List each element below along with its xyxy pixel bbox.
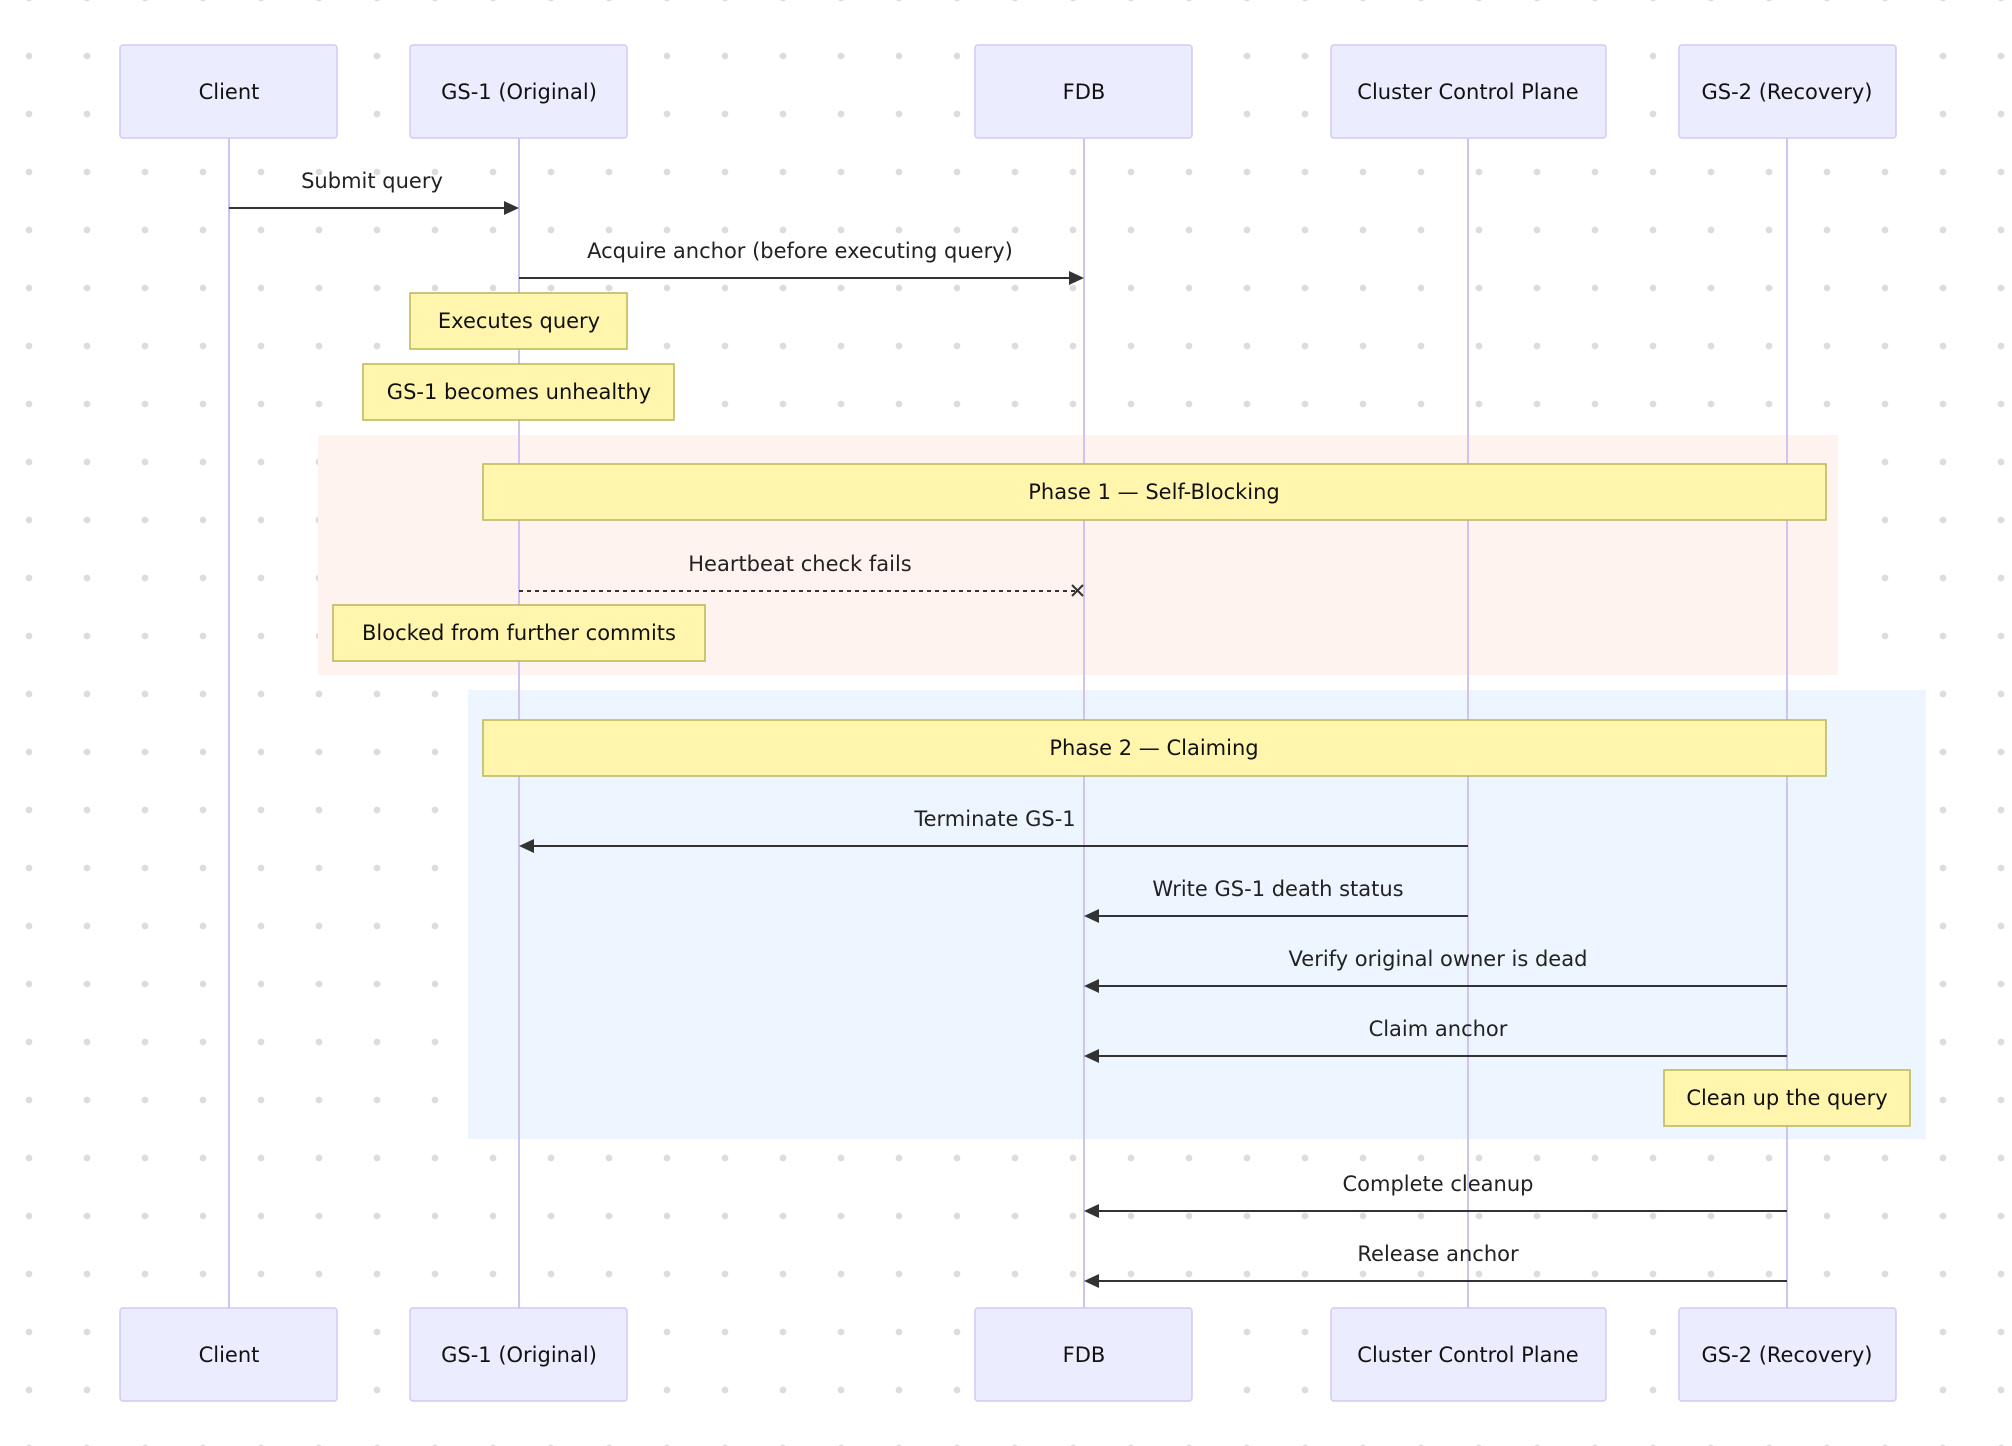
- phase1-title: Phase 1 — Self-Blocking: [1028, 480, 1280, 504]
- actor-fdb-top: FDB: [974, 44, 1193, 139]
- actor-label: GS-1 (Original): [441, 80, 597, 104]
- arrowhead-icon: [1084, 1049, 1099, 1063]
- message-label: Acquire anchor (before executing query): [587, 239, 1013, 263]
- message-submit-query: Submit query: [229, 169, 519, 215]
- actor-ccp-bottom: Cluster Control Plane: [1330, 1307, 1607, 1402]
- arrowhead-icon: [519, 839, 534, 853]
- note-label: GS-1 becomes unhealthy: [387, 380, 651, 404]
- message-verify-owner-dead: Verify original owner is dead: [1084, 947, 1787, 993]
- message-claim-anchor: Claim anchor: [1084, 1017, 1787, 1063]
- actor-label: GS-1 (Original): [441, 1343, 597, 1367]
- arrowhead-icon: [1069, 271, 1084, 285]
- note-executes-query: Executes query: [409, 292, 628, 350]
- message-label: Verify original owner is dead: [1289, 947, 1588, 971]
- note-label: Clean up the query: [1686, 1086, 1887, 1110]
- message-label: Release anchor: [1357, 1242, 1519, 1266]
- actor-label: Client: [199, 80, 260, 104]
- phase2-title: Phase 2 — Claiming: [1049, 736, 1258, 760]
- message-label: Write GS-1 death status: [1152, 877, 1403, 901]
- message-label: Complete cleanup: [1343, 1172, 1534, 1196]
- actor-ccp-top: Cluster Control Plane: [1330, 44, 1607, 139]
- note-blocked-commits: Blocked from further commits: [332, 604, 706, 662]
- message-write-death-status: Write GS-1 death status: [1084, 877, 1468, 923]
- actor-gs1-top: GS-1 (Original): [409, 44, 628, 139]
- actor-gs2-top: GS-2 (Recovery): [1678, 44, 1897, 139]
- message-label: Submit query: [301, 169, 443, 193]
- message-complete-cleanup: Complete cleanup: [1084, 1172, 1787, 1218]
- message-heartbeat-fails: Heartbeat check fails: [519, 552, 1084, 597]
- message-label: Claim anchor: [1369, 1017, 1508, 1041]
- arrowhead-icon: [1084, 1204, 1099, 1218]
- message-label: Heartbeat check fails: [688, 552, 912, 576]
- arrowhead-icon: [1084, 909, 1099, 923]
- actor-label: FDB: [1063, 1343, 1106, 1367]
- actor-label: Client: [199, 1343, 260, 1367]
- arrowhead-icon: [1084, 1274, 1099, 1288]
- message-acquire-anchor: Acquire anchor (before executing query): [519, 239, 1084, 285]
- note-clean-up-query: Clean up the query: [1663, 1069, 1911, 1127]
- arrowhead-icon: [504, 201, 519, 215]
- actor-gs2-bottom: GS-2 (Recovery): [1678, 1307, 1897, 1402]
- actor-client-top: Client: [119, 44, 338, 139]
- cross-icon: [1071, 584, 1084, 597]
- note-label: Blocked from further commits: [362, 621, 676, 645]
- actor-label: FDB: [1063, 80, 1106, 104]
- message-terminate-gs1: Terminate GS-1: [519, 807, 1468, 853]
- message-label: Terminate GS-1: [913, 807, 1075, 831]
- arrowhead-icon: [1084, 979, 1099, 993]
- message-release-anchor: Release anchor: [1084, 1242, 1787, 1288]
- actor-label: GS-2 (Recovery): [1702, 80, 1873, 104]
- actor-fdb-bottom: FDB: [974, 1307, 1193, 1402]
- actor-client-bottom: Client: [119, 1307, 338, 1402]
- actor-label: Cluster Control Plane: [1357, 1343, 1578, 1367]
- note-label: Executes query: [438, 309, 600, 333]
- note-gs1-unhealthy: GS-1 becomes unhealthy: [362, 363, 675, 421]
- actor-gs1-bottom: GS-1 (Original): [409, 1307, 628, 1402]
- actor-label: GS-2 (Recovery): [1702, 1343, 1873, 1367]
- actor-label: Cluster Control Plane: [1357, 80, 1578, 104]
- phase1-title-note: Phase 1 — Self-Blocking: [482, 463, 1827, 521]
- phase2-title-note: Phase 2 — Claiming: [482, 719, 1827, 777]
